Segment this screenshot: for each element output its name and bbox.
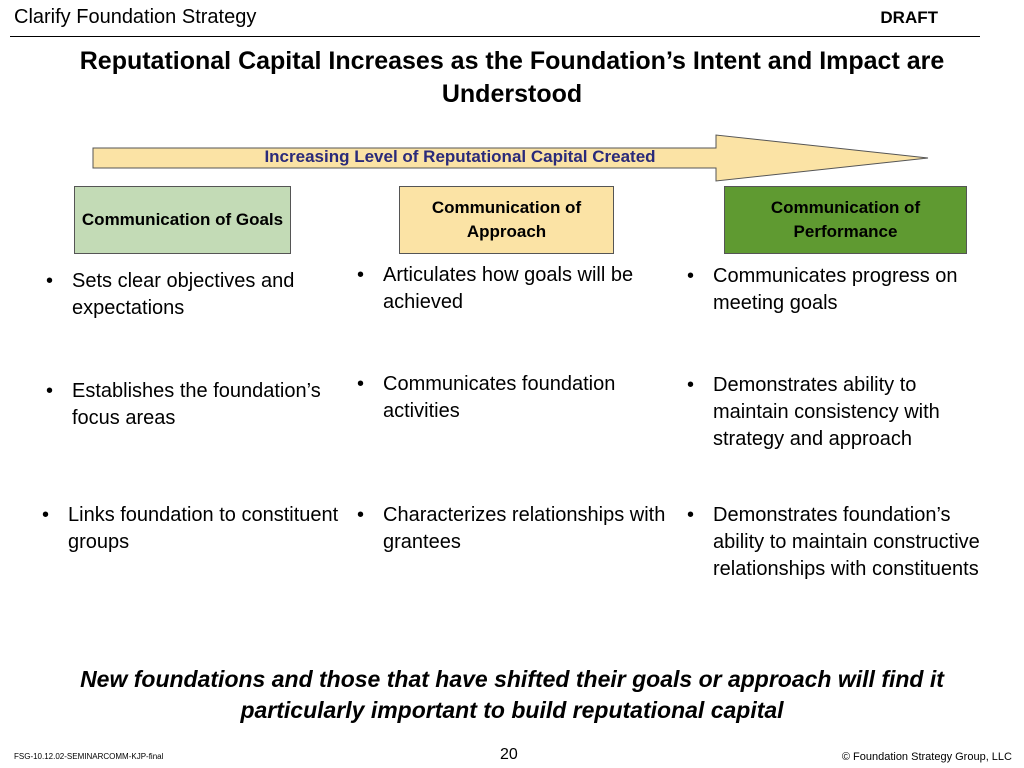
bullet-text: Demonstrates ability to maintain consist… bbox=[713, 374, 940, 450]
bullet-text: Links foundation to constituent groups bbox=[68, 504, 339, 553]
progress-arrow bbox=[92, 134, 929, 182]
bullet-dot: • bbox=[46, 380, 54, 402]
bullet-dot: • bbox=[42, 504, 50, 526]
key-takeaway: New foundations and those that have shif… bbox=[80, 666, 944, 723]
draft-label: DRAFT bbox=[880, 8, 938, 27]
bullet-text: Sets clear objectives and expectations bbox=[72, 270, 295, 319]
approach-heading: Communication of Approach bbox=[431, 198, 582, 241]
header-divider bbox=[10, 36, 980, 37]
bullet-dot: • bbox=[687, 265, 695, 287]
document-id: FSG-10.12.02-SEMINARCOMM-KJP-final bbox=[14, 752, 164, 761]
performance-bullet-3: • Demonstrates foundation’s ability to ma… bbox=[687, 502, 987, 583]
bullet-text: Characterizes relationships with grantee… bbox=[383, 504, 666, 553]
goals-bullet-3: • Links foundation to constituent groups bbox=[42, 502, 342, 556]
performance-bullet-1: • Communicates progress on meeting goals bbox=[687, 263, 1007, 317]
bullet-text: Articulates how goals will be achieved bbox=[383, 264, 634, 313]
copyright: © Foundation Strategy Group, LLC bbox=[841, 751, 1012, 763]
bullet-text: Communicates progress on meeting goals bbox=[713, 265, 958, 314]
approach-bullet-3: • Characterizes relationships with grante… bbox=[357, 502, 667, 556]
goals-bullet-2: • Establishes the foundation’s focus area… bbox=[46, 378, 346, 432]
bullet-dot: • bbox=[687, 374, 695, 396]
approach-heading-box: Communication of Approach bbox=[399, 186, 614, 254]
goals-heading-box: Communication of Goals bbox=[74, 186, 291, 254]
section-title: Clarify Foundation Strategy bbox=[14, 6, 257, 28]
bullet-dot: • bbox=[46, 270, 54, 292]
progress-arrow-shape bbox=[92, 134, 929, 182]
bullet-dot: • bbox=[687, 504, 695, 526]
bullet-dot: • bbox=[357, 504, 365, 526]
bullet-text: Establishes the foundation’s focus areas bbox=[72, 380, 321, 429]
approach-bullet-2: • Communicates foundation activities bbox=[357, 371, 657, 425]
arrow-label: Increasing Level of Reputational Capital… bbox=[264, 147, 656, 166]
approach-bullet-1: • Articulates how goals will be achieved bbox=[357, 262, 657, 316]
goals-bullet-1: • Sets clear objectives and expectations bbox=[46, 268, 346, 322]
goals-heading: Communication of Goals bbox=[81, 210, 284, 229]
performance-heading: Communication of Performance bbox=[770, 198, 921, 241]
bullet-text: Communicates foundation activities bbox=[383, 373, 616, 422]
slide-title: Reputational Capital Increases as the Fo… bbox=[79, 47, 945, 108]
performance-bullet-2: • Demonstrates ability to maintain consis… bbox=[687, 372, 987, 453]
performance-heading-box: Communication of Performance bbox=[724, 186, 967, 254]
bullet-dot: • bbox=[357, 264, 365, 286]
bullet-text: Demonstrates foundation’s ability to mai… bbox=[713, 504, 980, 580]
page-number: 20 bbox=[500, 746, 518, 763]
bullet-dot: • bbox=[357, 373, 365, 395]
